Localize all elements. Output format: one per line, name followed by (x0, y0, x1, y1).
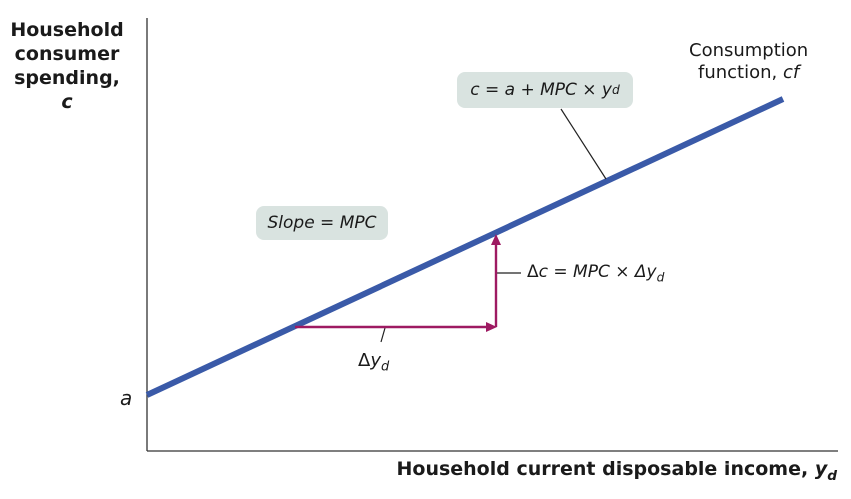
slope-text: Slope = MPC (267, 213, 377, 233)
curve-label-line2: function, cf (689, 62, 808, 84)
y-axis-label-line3: spending, c (8, 66, 126, 114)
curve-label-line2-text: function, (697, 62, 778, 83)
intercept-label: a (120, 386, 133, 410)
y-axis-label: Household consumer spending, c (8, 18, 126, 114)
y-axis-label-line3-text: spending, (14, 67, 120, 89)
x-axis-label: Household current disposable income, yd (396, 458, 837, 484)
delta-y-leader-line (380, 327, 386, 343)
delta-y-label: Δyd (358, 350, 389, 375)
delta-c-symbol: Δ (527, 262, 539, 282)
curve-label-line1: Consumption (689, 40, 809, 61)
delta-c-sub: d (656, 270, 665, 285)
x-axis-var: y (814, 458, 828, 480)
equation-sub: d (612, 83, 620, 97)
curve-label-var: cf (782, 62, 800, 83)
x-axis-var-sub: d (827, 467, 837, 484)
delta-c-label: Δc = MPC × Δyd (527, 262, 664, 284)
delta-y-symbol: Δ (358, 350, 371, 371)
delta-c-text: c = MPC × Δy (538, 262, 657, 282)
x-axis-label-text: Household current disposable income, (396, 458, 809, 480)
curve-label: Consumption function, cf (689, 40, 808, 84)
y-axis-label-line2: consumer (14, 43, 120, 65)
rise-arrow-head (491, 234, 501, 245)
slope-box: Slope = MPC (256, 206, 388, 240)
run-arrow-head (486, 322, 497, 332)
delta-y-sub: d (380, 359, 390, 375)
equation-text: c = a + MPC × y (470, 80, 612, 100)
equation-leader-line (560, 108, 607, 180)
delta-y-text: y (370, 350, 381, 371)
y-axis-label-line1: Household (10, 19, 124, 41)
y-axis-var: c (61, 91, 73, 113)
consumption-function-line (145, 96, 785, 398)
